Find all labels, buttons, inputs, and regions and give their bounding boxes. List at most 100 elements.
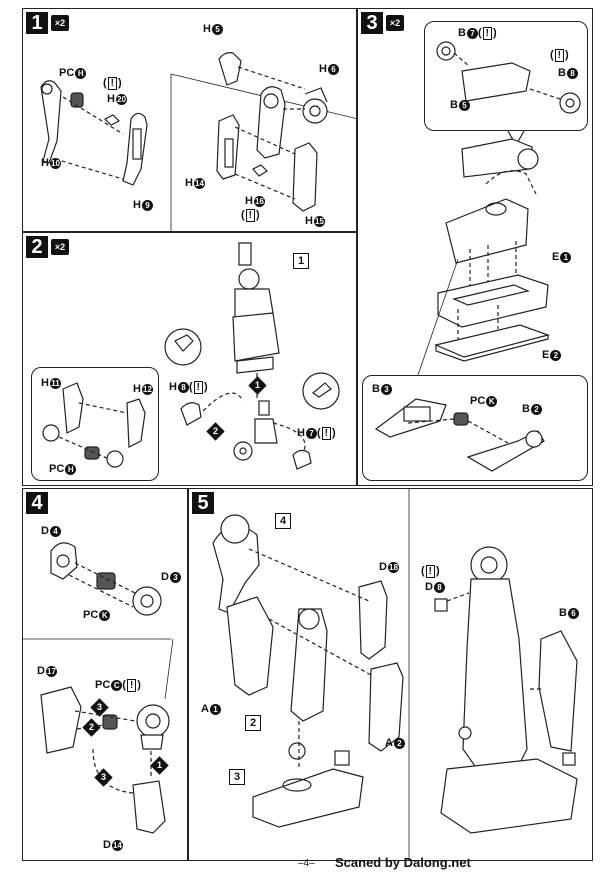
part-label-h20: (!) <box>103 77 122 90</box>
label-number: 15 <box>313 216 325 227</box>
label-number: 4 <box>49 526 61 537</box>
part-label-h16-warn: (!) <box>241 209 260 222</box>
paren: ) <box>203 381 208 393</box>
label-number: 14 <box>193 178 205 189</box>
step-5-parts-drawing <box>212 489 578 860</box>
sequence-marker-1: 1 <box>150 756 169 775</box>
step-2-parts-drawing <box>42 242 340 470</box>
label-text: D <box>103 839 111 851</box>
label-text: D <box>379 561 387 573</box>
label-text: H <box>297 427 305 439</box>
label-number: 3 <box>380 384 392 395</box>
ref-step-4-box: 4 <box>275 513 291 529</box>
sequence-marker-2: 2 <box>206 422 225 441</box>
label-text: H <box>107 93 115 105</box>
label-number: 7 <box>466 28 478 39</box>
quantity-badge: ×2 <box>51 239 69 255</box>
seq-number: 3 <box>100 772 106 782</box>
label-number: 7 <box>305 428 317 439</box>
label-text: A <box>385 737 393 749</box>
label-number: 16 <box>253 196 265 207</box>
label-number: 8 <box>566 68 578 79</box>
seq-number: 2 <box>88 722 94 732</box>
step-number: 3 <box>361 12 383 34</box>
label-text: PC <box>83 609 99 621</box>
seq-number: 2 <box>212 426 218 436</box>
label-text: D <box>161 571 169 583</box>
step-2-panel: 2 ×2 <box>22 232 357 486</box>
label-text: PC <box>95 679 111 691</box>
label-number: K <box>486 396 498 407</box>
step-4-parts-drawing <box>23 542 174 834</box>
label-text: B <box>559 607 567 619</box>
label-text: E <box>552 251 560 263</box>
label-number: 14 <box>111 840 123 851</box>
label-number: 6 <box>327 64 339 75</box>
paren: ( <box>103 77 107 89</box>
warning-icon: ! <box>126 679 137 692</box>
label-number: 2 <box>550 350 562 361</box>
label-number: 8 <box>433 582 445 593</box>
label-number: 20 <box>115 94 127 105</box>
step-number: 1 <box>26 12 48 34</box>
label-text: B <box>372 383 380 395</box>
seq-number: 1 <box>156 760 162 770</box>
paren: ( <box>421 565 425 577</box>
label-text: B <box>558 67 566 79</box>
paren: ) <box>331 427 336 439</box>
warning-icon: ! <box>193 381 203 394</box>
sequence-marker-3a: 3 <box>90 698 109 717</box>
label-number: 1 <box>209 704 221 715</box>
label-number: 2 <box>530 404 542 415</box>
warning-icon: ! <box>425 565 436 578</box>
warning-icon: ! <box>554 49 565 62</box>
label-text: D <box>425 581 433 593</box>
step-1-parts-drawing <box>40 52 356 231</box>
label-number: H <box>65 464 77 475</box>
warning-icon: ! <box>245 209 256 222</box>
seq-number: 3 <box>96 702 102 712</box>
part-label-d8-warn: (!) <box>421 565 440 578</box>
warning-icon: ! <box>107 77 118 90</box>
sequence-marker-1: 1 <box>248 376 267 395</box>
warning-icon: ! <box>321 427 331 440</box>
paren: ) <box>118 77 122 89</box>
step-3-parts-drawing <box>374 41 581 472</box>
label-text: B <box>450 99 458 111</box>
paren: ( <box>550 49 554 61</box>
label-number: 3 <box>169 572 181 583</box>
part-label-b8-warn: (!) <box>550 49 569 62</box>
paren: ( <box>316 427 321 439</box>
label-number: 12 <box>141 384 153 395</box>
step-number: 5 <box>192 492 214 514</box>
label-text: PC <box>49 463 65 475</box>
scan-credit: Scaned by Dalong.net <box>335 855 471 870</box>
label-text: H <box>169 381 177 393</box>
step-3-panel: 3 ×2 <box>357 8 593 486</box>
paren: ( <box>477 27 482 39</box>
paren: ( <box>241 209 245 221</box>
label-text: D <box>37 665 45 677</box>
label-number: 8 <box>177 382 189 393</box>
